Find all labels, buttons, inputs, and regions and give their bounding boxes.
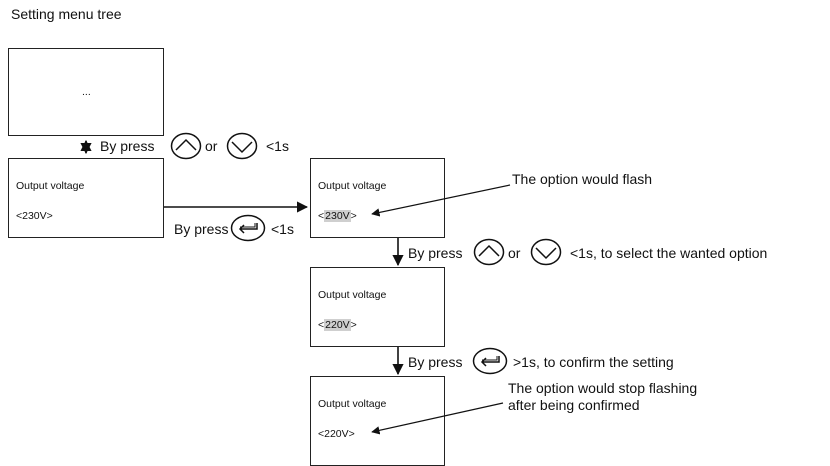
output-voltage-label: Output voltage <box>318 180 387 192</box>
output-voltage-value: <220V> <box>318 428 355 440</box>
ellipsis-text: ... <box>82 86 91 98</box>
nav-step-or: or <box>205 138 218 154</box>
enter-step-prefix: By press <box>174 221 229 237</box>
menu-tree-diagram: Setting menu tree ... Output voltage <23… <box>8 6 768 466</box>
enter-button-icon <box>230 214 266 247</box>
top-menu-box: ... <box>8 48 164 136</box>
enter-step-suffix: <1s <box>271 221 294 237</box>
confirm-step-prefix: By press <box>408 354 463 370</box>
up-button-icon <box>170 132 202 165</box>
flash-pointer <box>371 184 511 217</box>
nav-step-suffix: <1s <box>266 138 289 154</box>
confirm-step-suffix: >1s, to confirm the setting <box>513 354 674 370</box>
down-button-icon <box>530 238 562 271</box>
select-step-suffix: <1s, to select the wanted option <box>570 245 768 261</box>
nav-step-prefix: By press <box>100 138 155 154</box>
output-voltage-label: Output voltage <box>16 180 85 192</box>
flash-note: The option would flash <box>512 171 653 187</box>
select-step-or: or <box>508 245 521 261</box>
output-voltage-label: Output voltage <box>318 289 387 301</box>
diagram-title: Setting menu tree <box>11 6 122 22</box>
confirmed-pointer <box>371 402 504 435</box>
output-voltage-label: Output voltage <box>318 398 387 410</box>
stop-flash-note-line2: after being confirmed <box>508 397 640 413</box>
connector-arrows <box>80 139 511 435</box>
output-voltage-value: <230V> <box>318 210 357 222</box>
output-voltage-box-current: Output voltage <230V> <box>8 158 164 238</box>
output-voltage-box-flash: Output voltage <230V> <box>310 158 445 238</box>
stop-flash-note-line1: The option would stop flashing <box>508 380 698 396</box>
down-button-icon <box>226 132 258 165</box>
enter-button-icon <box>472 347 508 380</box>
flashing-value: 220V <box>324 319 351 331</box>
flashing-value: 230V <box>324 210 351 222</box>
select-step-prefix: By press <box>408 245 463 261</box>
output-voltage-box-selected: Output voltage <220V> <box>310 267 445 347</box>
output-voltage-value: <220V> <box>318 319 357 331</box>
up-button-icon <box>473 238 505 271</box>
output-voltage-value: <230V> <box>16 210 53 222</box>
